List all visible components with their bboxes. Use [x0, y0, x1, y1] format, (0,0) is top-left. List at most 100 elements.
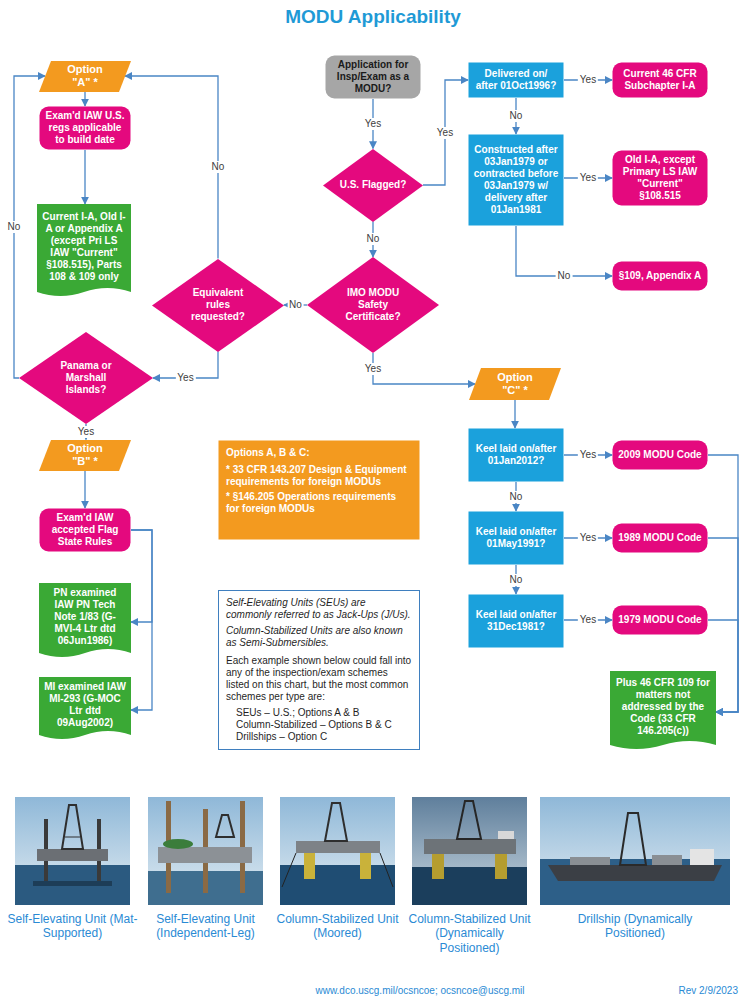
text-area: 1979 MODU Code — [612, 610, 708, 630]
node-text: 2009 MODU Code — [617, 449, 703, 461]
shape-fill — [152, 259, 284, 352]
edge-label: Yes — [578, 449, 598, 461]
node-subtext: Column-Stabilized – Options B & C — [226, 719, 412, 731]
edge-label: Yes — [363, 363, 383, 375]
flow-connector — [84, 150, 85, 204]
rig-photo — [540, 797, 730, 905]
flow-connector — [423, 80, 468, 185]
shape-fill — [39, 583, 131, 657]
edge-label: No — [556, 270, 573, 282]
decision-diamond: U.S. Flagged? — [323, 149, 423, 222]
text-area: Keel laid on/after 31Dec1981? — [468, 605, 564, 637]
edge-label: No — [287, 299, 304, 311]
shape-fill — [40, 509, 131, 552]
node-text: Self-Elevating Units (SEUs) are commonly… — [226, 597, 412, 621]
rules-document: PN examined IAW PN Tech Note 1/83 (G-MVI… — [39, 583, 131, 661]
photo-caption: Self-Elevating Unit (Independent-Leg) — [140, 912, 271, 941]
text-area: Exam'd IAW U.S. regs applicable to build… — [39, 106, 131, 150]
node-subtext: SEUs – U.S.; Options A & B — [226, 707, 412, 719]
shape-fill — [39, 61, 131, 92]
rules-document: Plus 46 CFR 109 for matters not addresse… — [610, 671, 716, 753]
node-text: Panama or Marshall Islands? — [54, 360, 118, 396]
shape-fill — [219, 591, 420, 750]
rig-photo — [280, 797, 395, 905]
shape-fill — [469, 429, 564, 482]
decision-box: Constructed after 03Jan1979 or contracte… — [468, 134, 564, 226]
photo-caption: Column-Stabilized Unit (Moored) — [272, 912, 403, 941]
text-area: Option "B" * — [39, 440, 131, 470]
node-text: Constructed after 03Jan1979 or contracte… — [473, 144, 559, 216]
decision-box: Keel laid on/after 01Jan2012? — [468, 428, 564, 482]
result-box: 1979 MODU Code — [612, 605, 708, 635]
shape-fill — [613, 63, 708, 98]
text-area: MI examined IAW MI-293 (G-MOC Ltr dtd 09… — [39, 677, 131, 743]
text-area: Constructed after 03Jan1979 or contracte… — [468, 140, 564, 220]
text-area: Exam'd IAW accepted Flag State Rules — [39, 508, 131, 552]
option-label: Option "C" * — [469, 368, 561, 400]
shape-fill — [613, 524, 708, 553]
rig-photo — [148, 797, 263, 905]
text-area: Plus 46 CFR 109 for matters not addresse… — [610, 673, 716, 751]
decision-diamond: IMO MODU Safety Certificate? — [307, 257, 439, 353]
shape-fill — [613, 151, 708, 206]
requirements-note: Options A, B & C:* 33 CFR 143.207 Design… — [218, 440, 420, 540]
node-text: Option "C" * — [487, 371, 543, 397]
edge-label: Yes — [578, 172, 598, 184]
node-text: U.S. Flagged? — [340, 179, 407, 191]
shape-fill — [39, 440, 131, 471]
footer-text: Rev 2/9/2023 — [600, 985, 738, 997]
edge-label: No — [508, 110, 525, 122]
text-area: Equivalent rules requested? — [186, 287, 250, 323]
result-box: 2009 MODU Code — [612, 440, 708, 470]
text-area: Keel laid on/after 01Jan2012? — [468, 439, 564, 471]
edge-label: Yes — [363, 118, 383, 130]
edge-label: Yes — [578, 74, 598, 86]
shape-fill — [307, 257, 439, 353]
info-note: Self-Elevating Units (SEUs) are commonly… — [218, 590, 420, 750]
shape-fill — [613, 606, 708, 635]
edge-label: No — [210, 161, 227, 173]
decision-box: Keel laid on/after 31Dec1981? — [468, 594, 564, 648]
chart-title: MODU Applicability — [0, 6, 746, 29]
node-text: Exam'd IAW accepted Flag State Rules — [44, 512, 126, 548]
shape-fill — [469, 135, 564, 226]
edge-label: Yes — [76, 426, 96, 438]
edge-label: No — [6, 221, 23, 233]
node-subtext: * §146.205 Operations requirements for f… — [226, 491, 412, 515]
shape-fill — [219, 441, 420, 540]
text-area: Old I-A, except Primary LS IAW "Current"… — [612, 150, 708, 206]
shape-fill — [469, 368, 561, 400]
edge-label: Yes — [578, 614, 598, 626]
shape-fill — [37, 204, 131, 296]
decision-box: Delivered on/ after 01Oct1996? — [468, 62, 564, 98]
text-area: U.S. Flagged? — [340, 179, 407, 191]
photo-caption: Drillship (Dynamically Positioned) — [550, 912, 720, 941]
result-box: Current 46 CFR Subchapter I-A — [612, 62, 708, 98]
text-area: Self-Elevating Units (SEUs) are commonly… — [218, 590, 420, 750]
flow-connector — [516, 226, 612, 276]
decision-diamond: Panama or Marshall Islands? — [19, 332, 153, 424]
shape-fill — [39, 677, 131, 739]
text-area: Option "A" * — [39, 61, 131, 91]
node-text: Keel laid on/after 31Dec1981? — [473, 609, 559, 633]
edge-label: Yes — [435, 127, 455, 139]
edge-label: Yes — [175, 372, 195, 384]
shape-fill — [323, 149, 423, 222]
edge-label: No — [365, 233, 382, 245]
node-text: Keel laid on/after 01Jan2012? — [473, 443, 559, 467]
flow-connector — [131, 530, 152, 622]
option-label: Option "A" * — [39, 61, 131, 92]
result-box: Exam'd IAW U.S. regs applicable to build… — [39, 106, 131, 150]
node-text: Delivered on/ after 01Oct1996? — [473, 68, 559, 92]
rules-document: MI examined IAW MI-293 (G-MOC Ltr dtd 09… — [39, 677, 131, 743]
node-subtext: Drillships – Option C — [226, 731, 412, 743]
result-box: Exam'd IAW accepted Flag State Rules — [39, 508, 131, 552]
shape-fill — [469, 512, 564, 565]
node-text: Old I-A, except Primary LS IAW "Current"… — [617, 154, 703, 202]
node-subtext: Column-Stabilized Units are also known a… — [226, 625, 412, 649]
node-text: Option "A" * — [57, 63, 113, 89]
result-box: Old I-A, except Primary LS IAW "Current"… — [612, 150, 708, 206]
text-area: Options A, B & C:* 33 CFR 143.207 Design… — [218, 440, 420, 522]
node-text: 1989 MODU Code — [617, 532, 703, 544]
